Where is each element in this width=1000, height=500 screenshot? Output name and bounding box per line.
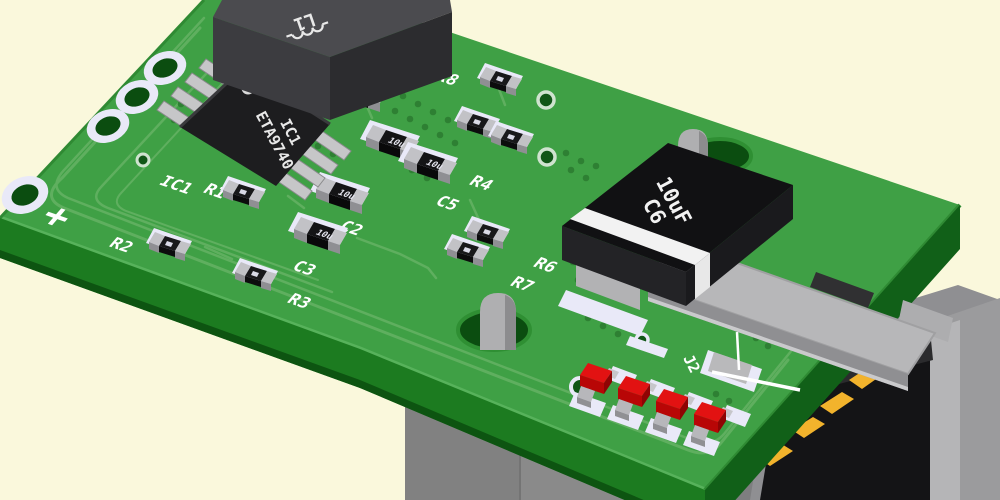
usb-shell-slot xyxy=(810,272,874,308)
mounting-hole xyxy=(115,80,159,114)
bulk-capacitor-c6: 10uF C6 xyxy=(558,143,793,336)
mounting-hole xyxy=(86,109,130,143)
alignment-peg-front xyxy=(456,293,532,352)
mounting-holes xyxy=(1,51,187,214)
c6-top xyxy=(562,143,793,272)
board-front-side xyxy=(0,218,705,500)
j2-pads xyxy=(626,331,801,392)
ic-body xyxy=(180,68,330,186)
mounting-hole xyxy=(143,51,187,85)
inductor-top xyxy=(213,0,452,57)
inductor-l1: L1 xyxy=(213,0,452,120)
mounting-hole xyxy=(1,176,49,214)
c6-polarity-stripe xyxy=(570,208,710,265)
c6-terminal xyxy=(576,262,640,310)
inductor-coil-icon xyxy=(286,21,329,40)
j2-tab xyxy=(708,352,752,384)
